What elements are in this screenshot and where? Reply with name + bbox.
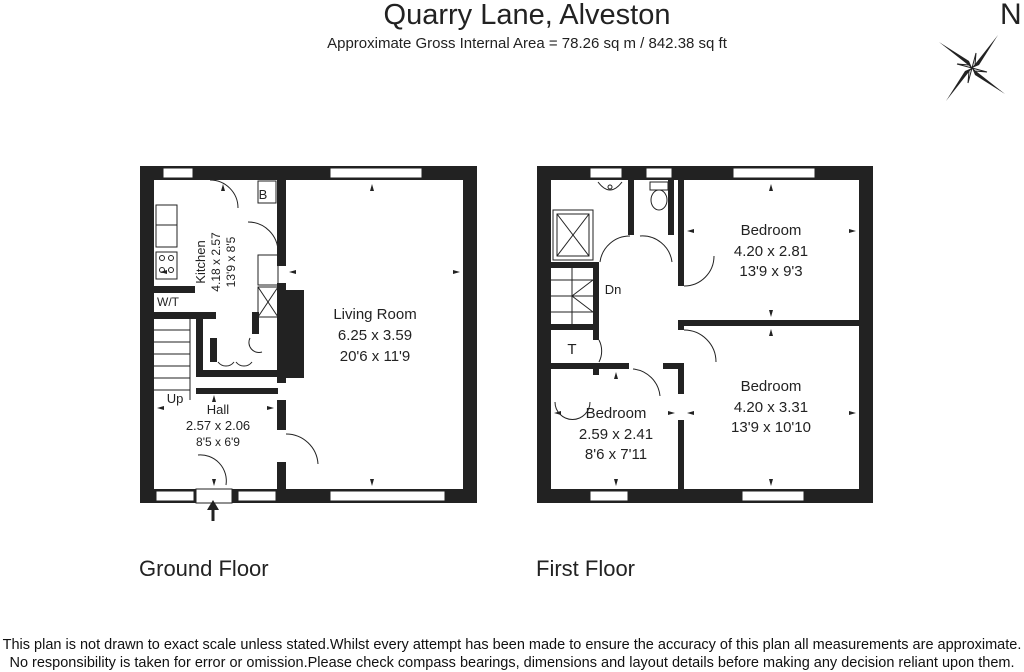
compass-icon (939, 35, 1005, 101)
bedroom-1-imperial: 13'9 x 9'3 (739, 263, 802, 280)
stairs-up-label: Up (167, 391, 184, 406)
kitchen-name: Kitchen (193, 240, 208, 283)
wc-label: W/T (157, 295, 180, 309)
plan-subtitle: Approximate Gross Internal Area = 78.26 … (327, 35, 727, 52)
north-label: N (1000, 0, 1022, 31)
bedroom-3-metric: 2.59 x 2.41 (579, 426, 653, 443)
disclaimer-line-1: This plan is not drawn to exact scale un… (2, 637, 1022, 653)
ground-floor-label: Ground Floor (139, 556, 269, 581)
boiler-label: B (259, 187, 268, 202)
first-floor-windows (589, 167, 816, 502)
bedroom-3-imperial: 8'6 x 7'11 (585, 446, 647, 463)
bedroom-3-name: Bedroom (586, 405, 647, 422)
plan-title: Quarry Lane, Alveston (383, 0, 671, 31)
entrance-arrow-icon (207, 500, 219, 521)
bedroom-2-metric: 4.20 x 3.31 (734, 399, 808, 416)
kitchen-imperial: 13'9 x 8'5 (224, 236, 238, 287)
stairs-down-label: Dn (605, 282, 622, 297)
first-floor-label: First Floor (536, 556, 635, 581)
living-room-name: Living Room (333, 306, 416, 323)
hall-imperial: 8'5 x 6'9 (196, 435, 240, 449)
bedroom-2-name: Bedroom (741, 378, 802, 395)
tank-label: T (567, 341, 576, 358)
living-room-imperial: 20'6 x 11'9 (340, 348, 411, 365)
hall-name: Hall (207, 402, 230, 417)
kitchen-metric: 4.18 x 2.57 (209, 232, 223, 292)
bedroom-1-name: Bedroom (741, 222, 802, 239)
bedroom-1-metric: 4.20 x 2.81 (734, 243, 808, 260)
ground-floor-dimension-markers (157, 184, 460, 486)
hall-metric: 2.57 x 2.06 (186, 418, 250, 433)
ground-floor-plan: B W/T Up Kitchen 4.18 x 2.57 13'9 x 8'5 … (140, 166, 477, 521)
first-floor-plan: T Dn Bedroom 4.20 x 2.81 13'9 x 9'3 Bedr… (537, 166, 873, 503)
kitchen-label-group: Kitchen 4.18 x 2.57 13'9 x 8'5 (193, 232, 238, 292)
disclaimer-line-2: No responsibility is taken for error or … (9, 655, 1015, 671)
living-room-metric: 6.25 x 3.59 (338, 327, 412, 344)
first-floor-dimension-markers (554, 184, 856, 486)
ground-floor-details (154, 179, 319, 486)
bedroom-2-imperial: 13'9 x 10'10 (731, 419, 811, 436)
first-floor-details (551, 181, 717, 420)
